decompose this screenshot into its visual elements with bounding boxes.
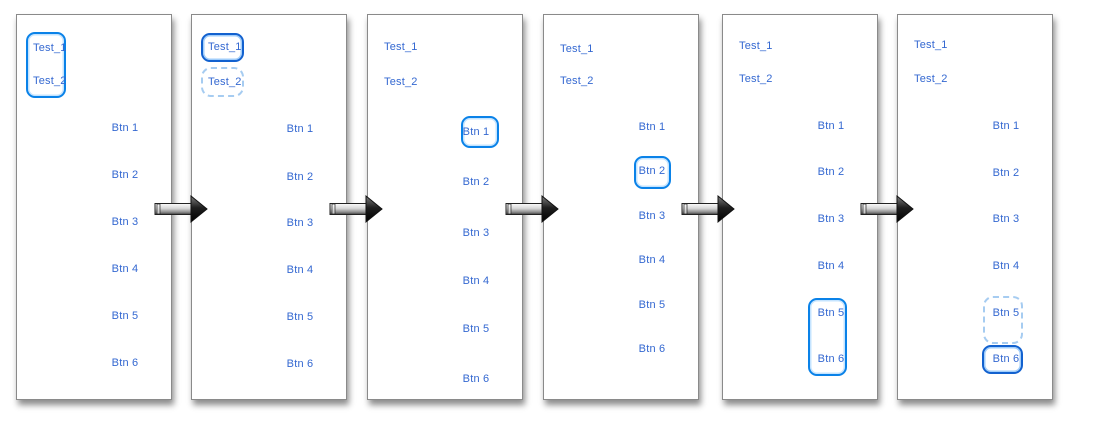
test2-button[interactable]: Test_2	[208, 76, 242, 88]
highlight-box-btn6	[982, 345, 1023, 374]
btn4-button[interactable]: Btn 4	[817, 260, 845, 272]
panel-step-1: Test_1 Test_2 Btn 1 Btn 2 Btn 3 Btn 4 Bt…	[16, 14, 172, 400]
btn1-button[interactable]: Btn 1	[992, 120, 1020, 132]
btn6-button[interactable]: Btn 6	[817, 353, 845, 365]
panel-step-3: Test_1 Test_2 Btn 1 Btn 2 Btn 3 Btn 4 Bt…	[367, 14, 523, 400]
btn1-button[interactable]: Btn 1	[817, 120, 845, 132]
btn3-button[interactable]: Btn 3	[462, 227, 490, 239]
panel-step-6: Test_1 Test_2 Btn 1 Btn 2 Btn 3 Btn 4 Bt…	[897, 14, 1053, 400]
flow-arrow-icon-1	[154, 194, 208, 224]
flow-arrow-icon-2	[329, 194, 383, 224]
highlight-box-btn1	[461, 116, 499, 148]
highlight-box-test1	[201, 33, 244, 62]
btn1-button[interactable]: Btn 1	[286, 123, 314, 135]
btn6-button[interactable]: Btn 6	[111, 357, 139, 369]
test2-button[interactable]: Test_2	[33, 75, 67, 87]
btn2-button[interactable]: Btn 2	[638, 165, 666, 177]
btn5-button[interactable]: Btn 5	[111, 310, 139, 322]
panel-step-5: Test_1 Test_2 Btn 1 Btn 2 Btn 3 Btn 4 Bt…	[722, 14, 878, 400]
highlight-box-test2-dashed	[201, 67, 244, 97]
btn5-button[interactable]: Btn 5	[462, 323, 490, 335]
btn5-button[interactable]: Btn 5	[817, 307, 845, 319]
btn4-button[interactable]: Btn 4	[992, 260, 1020, 272]
panel-step-4: Test_1 Test_2 Btn 1 Btn 2 Btn 3 Btn 4 Bt…	[543, 14, 699, 400]
test1-button[interactable]: Test_1	[33, 42, 67, 54]
test1-button[interactable]: Test_1	[739, 40, 773, 52]
btn2-button[interactable]: Btn 2	[462, 176, 490, 188]
test1-button[interactable]: Test_1	[384, 41, 418, 53]
btn5-button[interactable]: Btn 5	[992, 307, 1020, 319]
btn5-button[interactable]: Btn 5	[286, 311, 314, 323]
highlight-box-btn2	[634, 156, 671, 189]
btn3-button[interactable]: Btn 3	[286, 217, 314, 229]
btn4-button[interactable]: Btn 4	[638, 254, 666, 266]
btn4-button[interactable]: Btn 4	[111, 263, 139, 275]
btn6-button[interactable]: Btn 6	[992, 353, 1020, 365]
test1-button[interactable]: Test_1	[560, 43, 594, 55]
btn1-button[interactable]: Btn 1	[462, 126, 490, 138]
btn2-button[interactable]: Btn 2	[286, 171, 314, 183]
btn1-button[interactable]: Btn 1	[638, 121, 666, 133]
btn6-button[interactable]: Btn 6	[638, 343, 666, 355]
btn4-button[interactable]: Btn 4	[286, 264, 314, 276]
btn3-button[interactable]: Btn 3	[638, 210, 666, 222]
flow-arrow-icon-3	[505, 194, 559, 224]
btn2-button[interactable]: Btn 2	[992, 167, 1020, 179]
test2-button[interactable]: Test_2	[739, 73, 773, 85]
btn6-button[interactable]: Btn 6	[462, 373, 490, 385]
flow-arrow-icon-4	[681, 194, 735, 224]
btn1-button[interactable]: Btn 1	[111, 122, 139, 134]
highlight-box-btn5-dashed	[983, 296, 1023, 344]
panel-step-2: Test_1 Test_2 Btn 1 Btn 2 Btn 3 Btn 4 Bt…	[191, 14, 347, 400]
test2-button[interactable]: Test_2	[384, 76, 418, 88]
btn3-button[interactable]: Btn 3	[111, 216, 139, 228]
test2-button[interactable]: Test_2	[560, 75, 594, 87]
test1-button[interactable]: Test_1	[208, 41, 242, 53]
flow-arrow-icon-5	[860, 194, 914, 224]
highlight-box-tests	[26, 32, 66, 98]
test1-button[interactable]: Test_1	[914, 39, 948, 51]
btn2-button[interactable]: Btn 2	[817, 166, 845, 178]
test2-button[interactable]: Test_2	[914, 73, 948, 85]
btn3-button[interactable]: Btn 3	[817, 213, 845, 225]
highlight-box-btn5-btn6	[808, 298, 847, 376]
btn3-button[interactable]: Btn 3	[992, 213, 1020, 225]
btn6-button[interactable]: Btn 6	[286, 358, 314, 370]
btn2-button[interactable]: Btn 2	[111, 169, 139, 181]
btn5-button[interactable]: Btn 5	[638, 299, 666, 311]
btn4-button[interactable]: Btn 4	[462, 275, 490, 287]
